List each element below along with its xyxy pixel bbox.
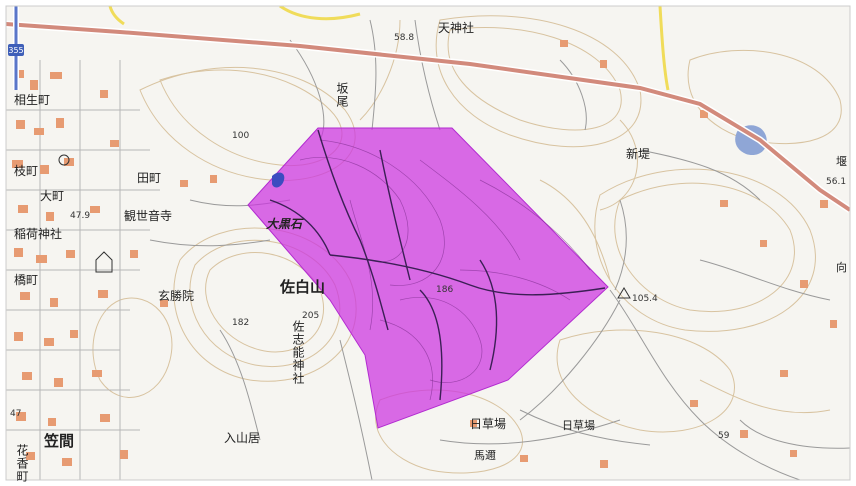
label-inari-jinja: 稲荷神社 <box>14 227 63 241</box>
elev-100: 100 <box>232 131 250 141</box>
label-sashino-jinja: 佐志能神社 <box>291 320 305 385</box>
label-genshoin: 玄勝院 <box>158 289 195 303</box>
elev-47-9: 47.9 <box>70 211 91 221</box>
label-hashi-cho: 橋町 <box>14 273 39 287</box>
minor-roads <box>149 19 850 480</box>
label-mukai: 向 <box>836 261 847 274</box>
label-hikusaba-2: 日草場 <box>562 419 595 432</box>
elev-186: 186 <box>436 285 454 295</box>
yellow-roads <box>108 6 670 91</box>
elev-59: 59 <box>718 431 730 441</box>
label-hanakacho: 花香町 <box>15 444 29 483</box>
small-pond <box>272 172 285 188</box>
label-umaba: 馬邇 <box>474 449 496 462</box>
label-ebisu-cho: 枝町 <box>14 164 39 178</box>
label-sakao: 坂尾 <box>335 82 349 108</box>
route-shield-number: 355 <box>8 46 23 55</box>
elev-47: 47 <box>10 409 22 419</box>
triangulation-point-icon <box>617 287 631 299</box>
map-frame <box>5 5 851 481</box>
building-footprints <box>12 40 837 468</box>
label-kannonji: 観世音寺 <box>124 209 173 223</box>
label-irisanke: 入山居 <box>224 431 261 445</box>
elev-58-8: 58.8 <box>394 33 415 43</box>
label-hikusaba: 日草場 <box>470 417 507 431</box>
highlight-contours <box>299 139 591 401</box>
label-kasama: 笠間 <box>44 432 75 450</box>
map-symbols <box>58 154 631 299</box>
label-aioi-cho: 相生町 <box>14 93 51 107</box>
label-sashirayama: 佐白山 <box>280 278 326 296</box>
museum-icon <box>95 251 113 273</box>
label-tagi: 堰 <box>836 155 847 168</box>
label-oomachi: 大町 <box>40 189 65 203</box>
post-office-icon <box>58 154 70 166</box>
label-denmachi: 田町 <box>137 171 162 185</box>
label-oguroishi: 大黒石 <box>266 217 303 231</box>
elev-182: 182 <box>232 318 250 328</box>
label-tenjinsha: 天神社 <box>438 21 475 35</box>
elev-56-1: 56.1 <box>826 177 847 187</box>
highlight-trails <box>269 129 606 401</box>
label-niinoo: 新堤 <box>626 147 651 161</box>
route-shield <box>8 44 24 56</box>
elev-205: 205 <box>302 311 320 321</box>
elev-105-4: 105.4 <box>632 294 658 304</box>
highlighted-area[interactable] <box>247 127 609 429</box>
